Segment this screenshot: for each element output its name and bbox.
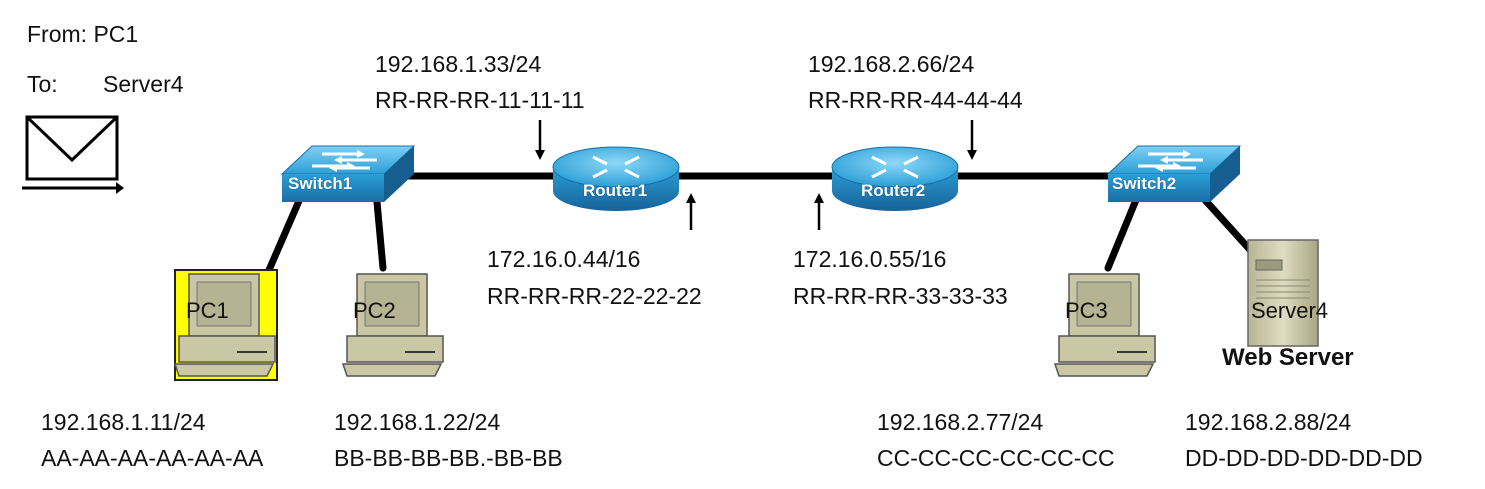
server-icon (1247, 239, 1319, 347)
envelope-icon (22, 115, 124, 194)
router-icon (552, 146, 680, 211)
arrow-r1-wan (686, 193, 696, 230)
links (252, 172, 1256, 304)
r2-lan-ip: 192.168.2.66/24 (808, 51, 975, 77)
router-icon (831, 146, 959, 211)
router1-label: Router1 (583, 181, 648, 200)
server4-role: Web Server (1222, 344, 1354, 371)
switch-icon (1106, 145, 1242, 202)
link-switch2-server4 (1201, 196, 1256, 256)
pc1-ip: 192.168.1.11/24 (41, 409, 206, 435)
r1-lan-ip: 192.168.1.33/24 (375, 51, 542, 77)
arrow-r2-wan (814, 193, 824, 230)
router2-label: Router2 (861, 181, 926, 200)
link-switch2-pc3 (1104, 196, 1140, 272)
server4-label: Server4 (1251, 298, 1329, 323)
r1-wan-mac: RR-RR-RR-22-22-22 (487, 283, 702, 309)
r1-wan-ip: 172.16.0.44/16 (487, 246, 641, 272)
arrow-r1-lan (535, 120, 545, 160)
switch-icon (280, 145, 416, 202)
pc2-ip: 192.168.1.22/24 (334, 409, 501, 435)
server4-mac: DD-DD-DD-DD-DD-DD (1185, 445, 1423, 471)
pc3-mac: CC-CC-CC-CC-CC-CC (877, 445, 1115, 471)
switch1-label: Switch1 (288, 174, 353, 193)
from-label: From: PC1 (27, 21, 139, 47)
to-label: To: (27, 71, 58, 97)
server4-ip: 192.168.2.88/24 (1185, 409, 1352, 435)
pc-icon (1053, 273, 1156, 377)
interface-arrows (535, 120, 977, 230)
switch2-label: Switch2 (1112, 174, 1177, 193)
pc1-mac: AA-AA-AA-AA-AA-AA (41, 445, 264, 471)
pc1-label: PC1 (186, 298, 229, 323)
pc2-mac: BB-BB-BB-BB.-BB-BB (334, 445, 563, 471)
pc3-label: PC3 (1065, 298, 1108, 323)
pc-icon (173, 269, 278, 381)
link-switch1-pc2 (373, 198, 387, 272)
r2-wan-mac: RR-RR-RR-33-33-33 (793, 283, 1008, 309)
to-value: Server4 (103, 71, 184, 97)
r2-wan-ip: 172.16.0.55/16 (793, 246, 947, 272)
r2-lan-mac: RR-RR-RR-44-44-44 (808, 87, 1023, 113)
pc-icon (341, 273, 444, 377)
r1-lan-mac: RR-RR-RR-11-11-11 (375, 87, 585, 113)
arrow-r2-lan (967, 120, 977, 160)
pc3-ip: 192.168.2.77/24 (877, 409, 1044, 435)
pc2-label: PC2 (353, 298, 396, 323)
